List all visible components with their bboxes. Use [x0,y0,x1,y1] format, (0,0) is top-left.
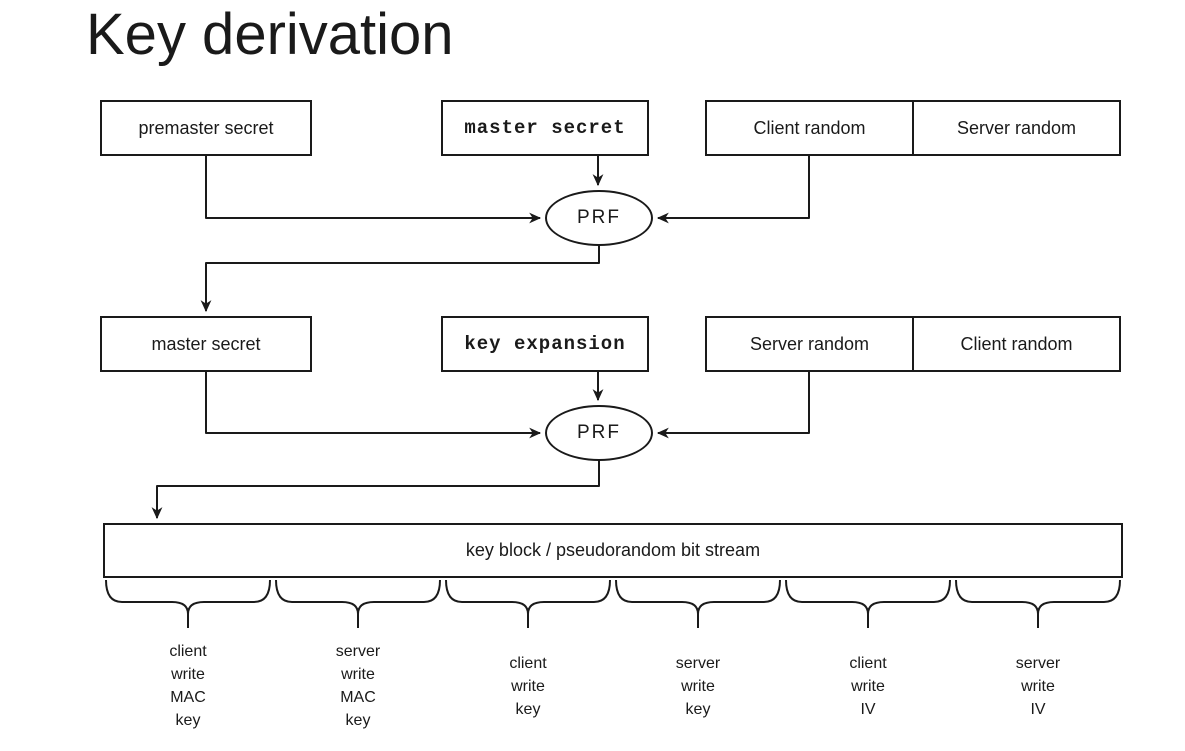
box-master-secret-top: master secret [441,100,649,156]
box-master-secret-bottom: master secret [100,316,312,372]
prf-node-bottom-label: PRF [577,422,621,443]
arrow-mastersecret-to-prf2 [205,372,542,439]
output-label-server-write-mac-key: server write MAC key [335,643,381,729]
box-key-expansion: key expansion [441,316,649,372]
output-label-client-write-mac-key: client write MAC key [169,643,207,729]
prf-node-top-label: PRF [577,207,621,228]
arrow-randoms-to-prf2 [656,372,810,439]
arrow-premaster-to-prf1 [205,156,542,224]
cell-server-random-bottom: Server random [707,318,914,370]
cell-client-random-bottom-label: Client random [960,333,1073,354]
box-randoms-top: Client random Server random [705,100,1121,156]
prf-node-top: PRF [545,190,653,246]
box-randoms-bottom: Server random Client random [705,316,1121,372]
brace-client-write-mac-key [105,579,271,628]
box-master-secret-top-label: master secret [464,117,626,139]
cell-client-random-top-label: Client random [753,117,866,138]
output-label-client-write-iv: client write IV [849,655,887,718]
cell-client-random-bottom: Client random [914,318,1119,370]
prf-node-bottom: PRF [545,405,653,461]
box-premaster-secret: premaster secret [100,100,312,156]
box-key-block-label: key block / pseudorandom bit stream [465,540,761,560]
output-label-server-write-iv: server write IV [1015,655,1061,718]
cell-client-random-top: Client random [707,102,914,154]
brace-server-write-key [615,579,781,628]
arrow-prf2-to-keyblock [151,460,600,520]
brace-server-write-iv [955,579,1121,628]
box-master-secret-bottom-label: master secret [151,333,261,354]
brace-server-write-mac-key [275,579,441,628]
cell-server-random-top: Server random [914,102,1119,154]
brace-client-write-key [445,579,611,628]
box-key-block: key block / pseudorandom bit stream [103,523,1123,578]
cell-server-random-bottom-label: Server random [749,333,870,354]
output-label-server-write-key: server write key [675,655,721,718]
page-title: Key derivation [86,2,454,67]
arrow-randoms-to-prf1 [656,156,810,224]
box-key-expansion-label: key expansion [464,333,626,355]
output-label-client-write-key: client write key [509,655,547,718]
cell-server-random-top-label: Server random [956,117,1077,138]
box-premaster-secret-label: premaster secret [138,117,274,138]
arrow-prf1-to-mastersecret [200,245,600,313]
brace-client-write-iv [785,579,951,628]
